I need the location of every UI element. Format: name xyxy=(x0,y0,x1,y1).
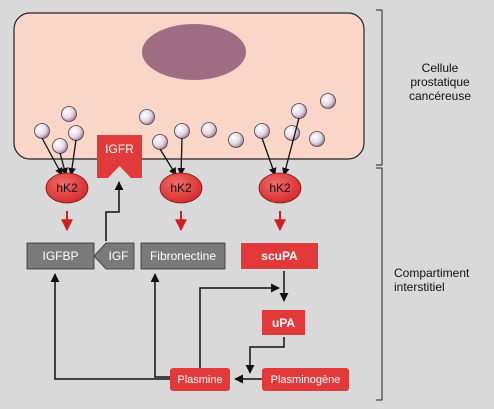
hk2-enzyme-2 xyxy=(159,172,203,204)
cell-bracket xyxy=(376,9,383,166)
cell-label-line-1: Cellule xyxy=(421,61,459,75)
interstitial-bracket xyxy=(376,167,383,401)
igfbp-label: IGFBP xyxy=(42,249,79,263)
igf-box xyxy=(93,242,135,270)
hk2-label-3: hK2 xyxy=(269,181,291,195)
upa-box xyxy=(262,310,305,335)
plasmine-to-fibronectine-arrow xyxy=(150,273,170,378)
plasminogene-box xyxy=(262,368,349,391)
hk2-enzyme-1 xyxy=(45,172,89,204)
fibronectine-label: Fibronectine xyxy=(149,249,217,263)
cell-nucleus xyxy=(142,24,246,80)
cell-label-line-2: prostatique xyxy=(410,75,470,89)
cell-label-line-3: cancéreuse xyxy=(408,89,472,103)
plasmine-box xyxy=(170,368,230,391)
upa-to-conversion-arrow xyxy=(245,337,285,374)
cell-compartment-label: Cellule prostatique cancéreuse xyxy=(388,61,492,103)
interstitial-label-line-1: Compartiment xyxy=(394,266,470,280)
interstitial-compartment-label: Compartiment interstitiel xyxy=(394,266,490,294)
cancer-cell xyxy=(13,12,365,160)
igf-label: IGF xyxy=(108,249,129,263)
igf-to-igfr-arrow xyxy=(105,181,124,241)
plasmine-label: Plasmine xyxy=(177,373,223,386)
scupa-box xyxy=(241,243,318,269)
igfbp-box xyxy=(26,242,95,270)
release-arrows xyxy=(41,117,300,176)
hk2-label-1: hK2 xyxy=(56,181,78,195)
plasmine-to-igfbp-arrow xyxy=(50,273,170,380)
fibronectine-box xyxy=(140,242,226,270)
plasmine-to-scupa-arrow xyxy=(199,283,280,368)
hk2-enzyme-3 xyxy=(258,172,302,204)
scupa-label: scuPA xyxy=(261,249,298,263)
plasminogene-label: Plasminogène xyxy=(270,373,341,386)
upa-label: uPA xyxy=(271,315,296,330)
hk2-label-2: hK2 xyxy=(170,181,192,195)
interstitial-label-line-2: interstitiel xyxy=(394,280,445,294)
igfr-label: IGFR xyxy=(105,142,134,156)
igfr-receptor xyxy=(97,135,142,178)
cleavage-arrows xyxy=(61,211,286,232)
